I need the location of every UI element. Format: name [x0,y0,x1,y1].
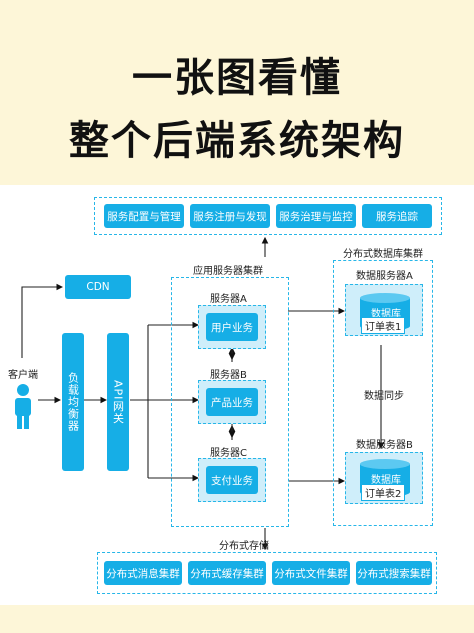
app-cluster-label: 应用服务器集群 [193,266,263,277]
db-cluster-frame [333,260,433,526]
header-banner: 一张图看懂 整个后端系统架构 [0,0,474,185]
message-cluster-box: 分布式消息集群 [104,561,182,585]
load-balancer-box: 负载均衡器 [62,333,84,471]
footer-band [0,605,474,633]
user-icon [15,384,31,429]
load-balancer-label: 负载均衡器 [66,372,80,432]
product-service-box: 产品业务 [206,388,258,416]
db-cluster-label: 分布式数据库集群 [343,249,423,260]
title-line-1: 一张图看懂 [132,55,342,101]
server-a-label: 服务器A [210,294,247,305]
title-line-2: 整个后端系统架构 [69,118,405,164]
file-cluster-box: 分布式文件集群 [272,561,350,585]
client-label: 客户端 [8,370,38,381]
payment-service-box: 支付业务 [206,466,258,494]
storage-group [97,552,437,594]
search-cluster-box: 分布式搜索集群 [356,561,432,585]
top-services-group [94,197,442,235]
app-cluster-frame [171,277,289,527]
service-config-box: 服务配置与管理 [104,204,184,228]
server-b-label: 服务器B [210,370,247,381]
database-a-label: 数据库 [371,309,401,320]
service-governance-box: 服务治理与监控 [276,204,356,228]
api-gateway-box: API网关 [107,333,129,471]
user-service-box: 用户业务 [206,313,258,341]
cdn-box: CDN [65,275,131,299]
data-sync-label: 数据同步 [364,391,404,402]
order-table-2: 订单表2 [361,484,406,501]
data-server-a-label: 数据服务器A [356,271,413,282]
data-server-b-label: 数据服务器B [356,440,413,451]
service-registry-box: 服务注册与发现 [190,204,270,228]
api-gateway-label: API网关 [111,379,125,425]
order-table-1: 订单表1 [361,317,406,334]
server-c-label: 服务器C [210,448,247,459]
storage-label: 分布式存储 [219,541,269,552]
database-b-label: 数据库 [371,475,401,486]
service-tracing-box: 服务追踪 [362,204,432,228]
cache-cluster-box: 分布式缓存集群 [188,561,266,585]
